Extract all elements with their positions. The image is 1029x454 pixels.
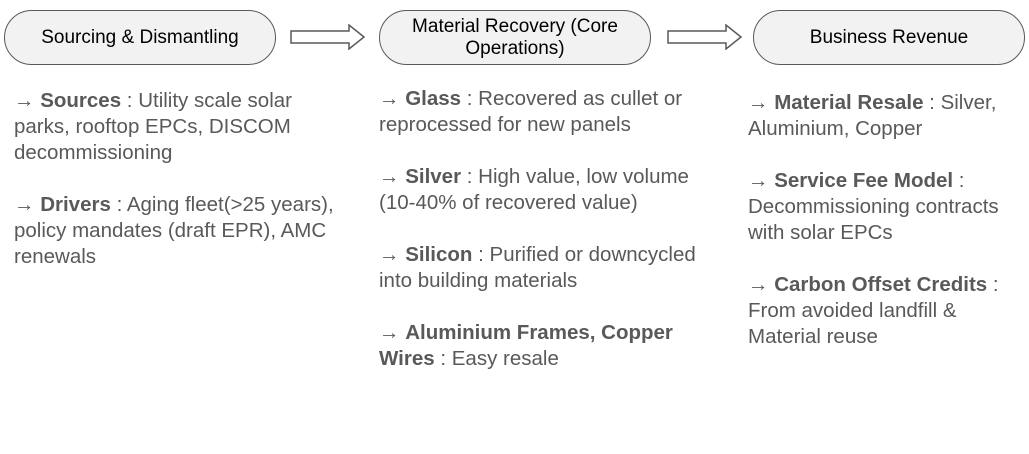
- arrow-glyph: →: [14, 89, 35, 112]
- detail-term: Silicon: [405, 243, 473, 266]
- arrow-glyph: →: [748, 91, 769, 114]
- separator: :: [472, 243, 490, 266]
- detail-term: Drivers: [40, 193, 111, 216]
- detail-item: → Silicon : Purified or downcycled into …: [379, 242, 699, 294]
- arrow-glyph: →: [748, 169, 769, 192]
- separator: :: [461, 87, 479, 110]
- arrow-glyph: →: [748, 273, 769, 296]
- detail-desc: Decommissioning contracts with solar EPC…: [748, 195, 999, 244]
- separator: :: [110, 193, 127, 216]
- recovery-details: → Glass : Recovered as cullet or reproce…: [379, 86, 699, 398]
- stage-business-revenue: Business Revenue: [753, 10, 1025, 65]
- separator: :: [987, 273, 999, 296]
- detail-desc: Purified or downcycled into building mat…: [379, 243, 696, 292]
- detail-term: Sources: [40, 89, 122, 112]
- detail-item: → Carbon Offset Credits : From avoided l…: [748, 272, 1028, 350]
- detail-desc: Silver, Aluminium, Copper: [748, 91, 997, 140]
- stage-title: Material Recovery (Core Operations): [412, 15, 618, 59]
- sourcing-details: → Sources : Utility scale solar parks, r…: [14, 88, 344, 296]
- detail-desc: Utility scale solar parks, rooftop EPCs,…: [14, 89, 292, 164]
- detail-term: Silver: [405, 165, 462, 188]
- flow-arrow-icon: [290, 24, 366, 50]
- detail-item: → Sources : Utility scale solar parks, r…: [14, 88, 344, 166]
- arrow-glyph: →: [14, 193, 35, 216]
- detail-desc: Aging fleet(>25 years), policy mandates …: [14, 193, 334, 268]
- detail-term: Carbon Offset Credits: [774, 273, 988, 296]
- separator: :: [461, 165, 479, 188]
- detail-item: → Glass : Recovered as cullet or reproce…: [379, 86, 699, 138]
- arrow-glyph: →: [379, 243, 400, 266]
- detail-desc: Recovered as cullet or reprocessed for n…: [379, 87, 683, 136]
- detail-term: Aluminium Frames, Copper Wires: [379, 321, 673, 370]
- stage-title: Sourcing & Dismantling: [41, 26, 239, 48]
- separator: :: [953, 169, 965, 192]
- flow-arrow-icon: [667, 24, 743, 50]
- detail-item: → Silver : High value, low volume (10-40…: [379, 164, 699, 216]
- stage-material-recovery: Material Recovery (Core Operations): [379, 10, 651, 65]
- stage-title: Business Revenue: [809, 26, 969, 48]
- separator: :: [121, 89, 139, 112]
- arrow-glyph: →: [379, 321, 400, 344]
- arrow-glyph: →: [379, 165, 400, 188]
- stage-sourcing-dismantling: Sourcing & Dismantling: [4, 10, 276, 65]
- detail-desc: From avoided landfill & Material reuse: [748, 299, 957, 348]
- separator: :: [434, 347, 452, 370]
- detail-desc: High value, low volume (10-40% of recove…: [379, 165, 689, 214]
- separator: :: [923, 91, 941, 114]
- detail-item: → Drivers : Aging fleet(>25 years), poli…: [14, 192, 344, 270]
- detail-term: Material Resale: [774, 91, 924, 114]
- revenue-details: → Material Resale : Silver, Aluminium, C…: [748, 90, 1028, 376]
- detail-term: Service Fee Model: [774, 169, 954, 192]
- detail-item: → Service Fee Model : Decommissioning co…: [748, 168, 1028, 246]
- arrow-glyph: →: [379, 87, 400, 110]
- detail-item: → Material Resale : Silver, Aluminium, C…: [748, 90, 1028, 142]
- detail-term: Glass: [405, 87, 462, 110]
- detail-desc: Easy resale: [451, 347, 559, 370]
- detail-item: → Aluminium Frames, Copper Wires : Easy …: [379, 320, 699, 372]
